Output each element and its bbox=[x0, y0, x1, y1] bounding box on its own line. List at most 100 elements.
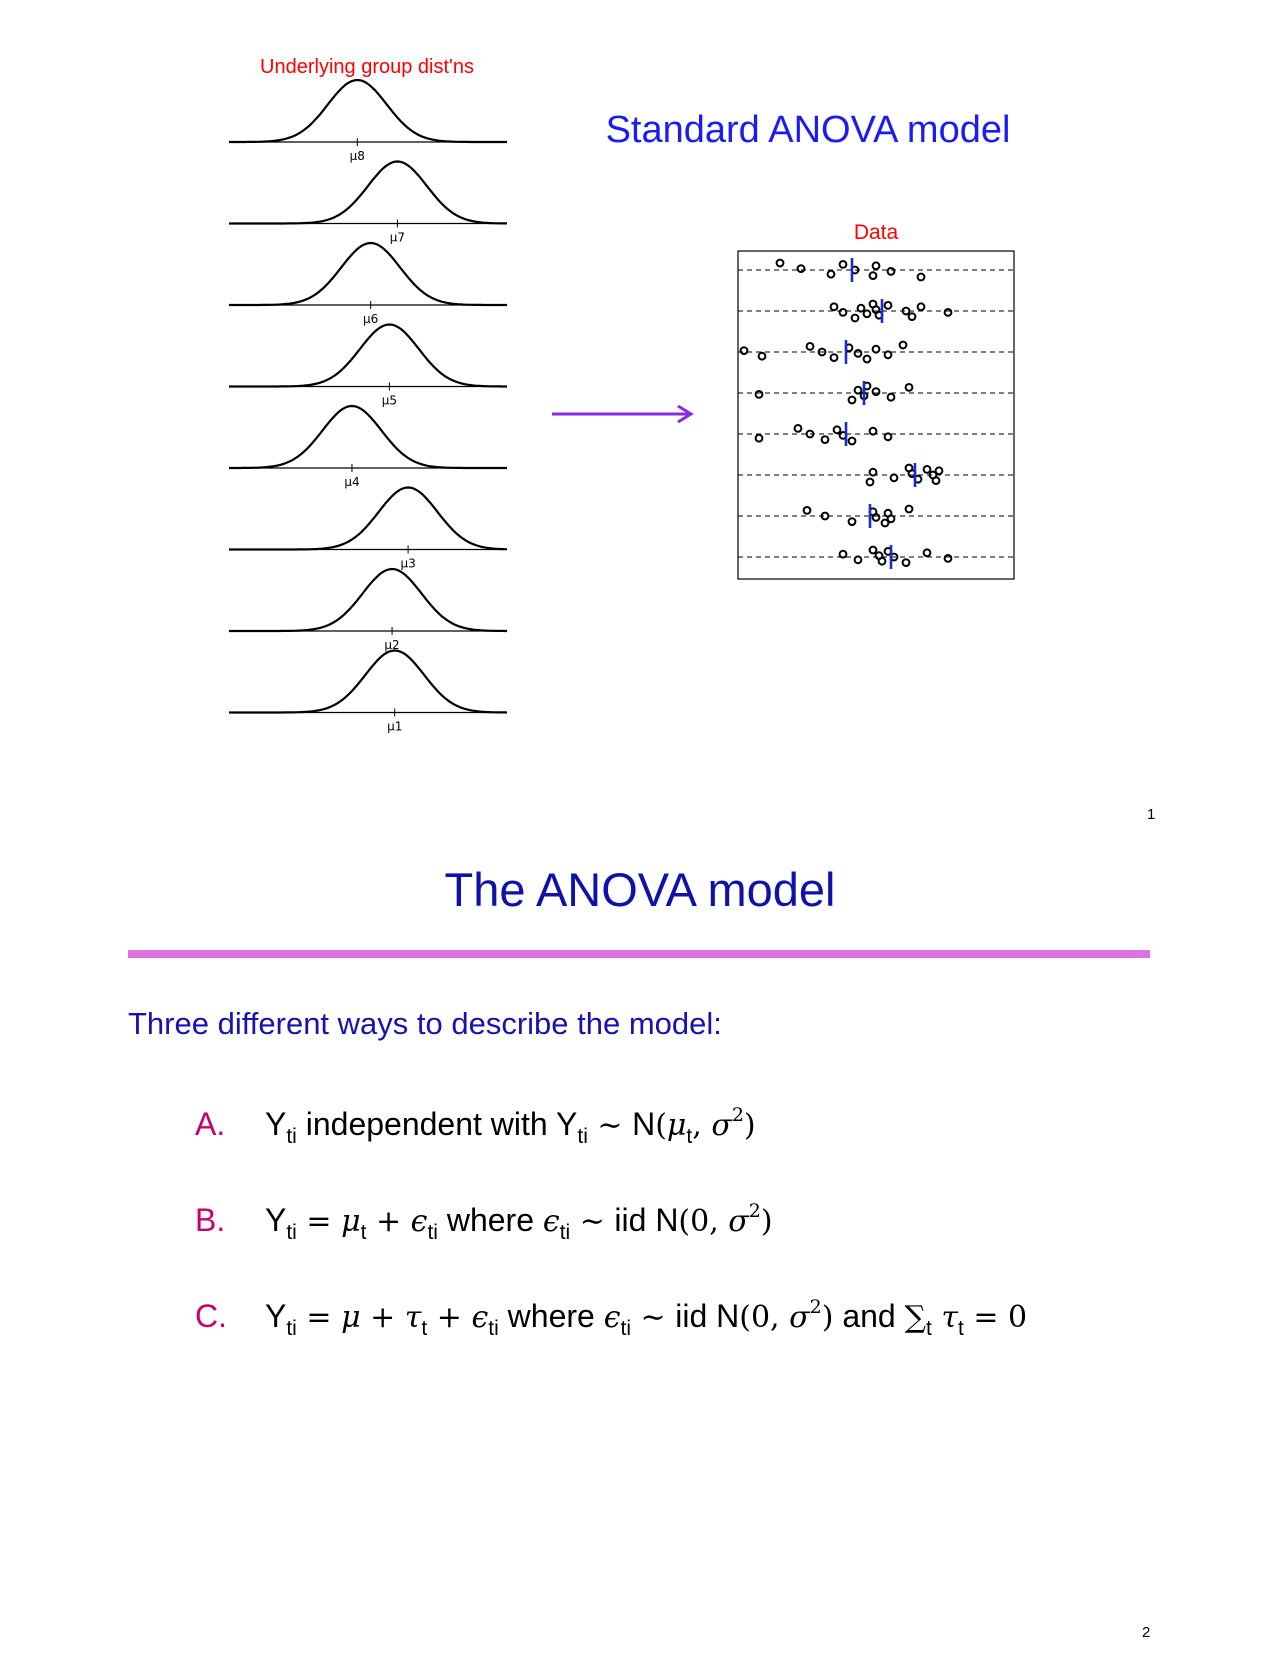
data-point bbox=[883, 301, 893, 310]
open-paren: ( bbox=[655, 1108, 667, 1143]
data-point bbox=[847, 436, 857, 446]
data-point bbox=[934, 466, 944, 476]
iid-text: iid bbox=[675, 1298, 717, 1334]
tilde-symbol: ∼ bbox=[631, 1300, 676, 1335]
data-point bbox=[922, 465, 932, 474]
mu-label: μ1 bbox=[387, 720, 402, 734]
density-curve bbox=[229, 241, 507, 307]
close-paren: ) bbox=[743, 1108, 756, 1143]
data-point bbox=[838, 260, 848, 269]
data-dotplot bbox=[737, 250, 1015, 580]
model-a: A.Yti independent with Yti ∼ N(μt, σ2) bbox=[195, 1104, 756, 1149]
data-point bbox=[853, 555, 863, 565]
dotplot-frame bbox=[737, 250, 1015, 580]
mu-label: μ6 bbox=[363, 312, 378, 326]
data-point bbox=[886, 514, 896, 524]
data-point bbox=[943, 554, 953, 563]
data-point bbox=[907, 312, 917, 322]
subscript-ti: ti bbox=[286, 1125, 297, 1148]
data-point bbox=[883, 350, 893, 360]
iid-text: iid bbox=[614, 1202, 656, 1238]
data-point bbox=[853, 349, 863, 358]
y-symbol: Y bbox=[265, 1202, 287, 1238]
data-point bbox=[871, 387, 881, 397]
data-point bbox=[838, 549, 848, 559]
data-point bbox=[871, 261, 881, 271]
item-letter-c: C. bbox=[195, 1298, 227, 1334]
data-point bbox=[826, 269, 836, 279]
where-text: where bbox=[437, 1202, 543, 1238]
data-point bbox=[868, 545, 878, 555]
mu-label: μ2 bbox=[384, 638, 399, 652]
close-paren: ) bbox=[821, 1300, 834, 1335]
density-curve bbox=[229, 567, 507, 633]
data-point bbox=[805, 429, 815, 439]
data-point bbox=[865, 477, 875, 487]
mu-label: μ7 bbox=[390, 231, 405, 245]
density-curve bbox=[229, 404, 507, 470]
y-symbol: Y bbox=[265, 1106, 287, 1142]
data-point bbox=[886, 392, 896, 402]
subscript-t: t bbox=[686, 1125, 693, 1148]
model-b: B.Yti = μt + ϵti where ϵti ∼ iid N(0, σ2… bbox=[195, 1200, 773, 1245]
plus-symbol: + bbox=[366, 1204, 411, 1239]
data-point bbox=[943, 308, 953, 317]
data-point bbox=[853, 385, 863, 395]
subscript-ti: ti bbox=[488, 1317, 499, 1340]
zero-sigma-args: (0, bbox=[678, 1204, 729, 1239]
data-point bbox=[922, 548, 932, 558]
slide2-title: The ANOVA model bbox=[444, 863, 836, 916]
sigma-symbol: σ bbox=[789, 1300, 810, 1335]
independent-with-text: independent with bbox=[296, 1106, 557, 1142]
data-point bbox=[868, 467, 878, 477]
data-point bbox=[802, 506, 812, 515]
data-point bbox=[775, 258, 785, 268]
page-number-1: 1 bbox=[1147, 806, 1155, 820]
tau-symbol: τ bbox=[404, 1300, 422, 1335]
data-point bbox=[796, 264, 806, 274]
subscript-ti: ti bbox=[427, 1221, 438, 1244]
mu-label: μ4 bbox=[344, 475, 359, 489]
data-point bbox=[868, 426, 878, 436]
epsilon-symbol: ϵ bbox=[603, 1300, 621, 1335]
squared: 2 bbox=[731, 1104, 744, 1126]
subscript-ti: ti bbox=[286, 1221, 297, 1244]
data-point bbox=[850, 313, 860, 323]
equals-zero: = 0 bbox=[963, 1300, 1028, 1335]
data-point bbox=[856, 303, 866, 313]
data-point bbox=[904, 504, 914, 514]
density-curve bbox=[229, 160, 507, 225]
squared: 2 bbox=[809, 1296, 822, 1318]
mu-symbol: μ bbox=[341, 1204, 361, 1239]
subscript-t: t bbox=[926, 1317, 932, 1340]
data-point bbox=[847, 395, 857, 405]
page-number-2: 2 bbox=[1142, 1624, 1151, 1641]
data-point bbox=[754, 390, 764, 399]
comma: , bbox=[692, 1108, 712, 1143]
epsilon-symbol: ϵ bbox=[542, 1204, 560, 1239]
data-point bbox=[880, 518, 890, 528]
item-letter-b: B. bbox=[195, 1202, 226, 1238]
data-point bbox=[805, 342, 815, 351]
mu-label: μ5 bbox=[382, 394, 397, 408]
data-point bbox=[916, 302, 926, 312]
data-point bbox=[838, 308, 848, 317]
subscript-ti: ti bbox=[286, 1317, 297, 1340]
tilde-symbol: ∼ bbox=[570, 1204, 615, 1239]
data-point bbox=[871, 344, 881, 354]
data-point bbox=[889, 473, 899, 483]
data-point bbox=[847, 517, 857, 526]
left-panel-title: Underlying group dist'ns bbox=[260, 56, 474, 78]
tau-symbol: τ bbox=[931, 1300, 958, 1335]
data-point bbox=[901, 306, 911, 316]
data-point bbox=[901, 558, 911, 567]
data-point bbox=[931, 476, 941, 486]
data-point bbox=[739, 346, 749, 356]
data-point bbox=[877, 556, 887, 566]
sigma-symbol: σ bbox=[711, 1108, 732, 1143]
data-point bbox=[793, 424, 803, 433]
plus-symbol: + bbox=[427, 1300, 472, 1335]
density-curve bbox=[229, 323, 507, 388]
equals-symbol: = bbox=[296, 1300, 342, 1335]
